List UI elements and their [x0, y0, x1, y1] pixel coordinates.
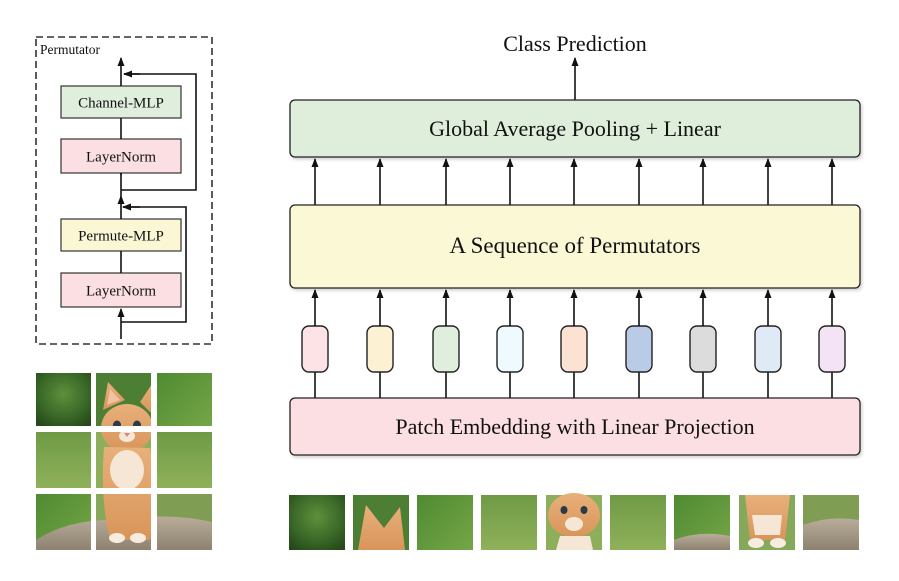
input-image-grid: [34, 370, 214, 554]
block-layernorm-top: LayerNorm: [60, 138, 182, 174]
class-prediction-label: Class Prediction: [503, 31, 647, 56]
patch-9: [803, 495, 859, 550]
token-3: [432, 325, 460, 373]
image-tile-1: [36, 373, 91, 426]
permutator-connectors: [117, 57, 197, 339]
sequence-label: A Sequence of Permutators: [449, 233, 700, 258]
cat-illustration: [101, 382, 154, 543]
embedding-label: Patch Embedding with Linear Projection: [395, 414, 754, 439]
token-9: [818, 325, 846, 373]
token-8: [754, 325, 782, 373]
token-1: [301, 325, 329, 373]
patch-1: [289, 495, 345, 550]
block-layernorm-bottom-label: LayerNorm: [86, 284, 156, 300]
patch-row: [289, 493, 859, 550]
block-channel-mlp: Channel-MLP: [60, 85, 182, 119]
image-tile-3: [157, 373, 212, 426]
sequence-block: A Sequence of Permutators: [289, 204, 861, 289]
permutator-dashed-frame: [35, 36, 213, 345]
block-layernorm-top-label: LayerNorm: [86, 150, 156, 166]
token-6: [625, 325, 653, 373]
token-2: [366, 325, 394, 373]
token-5: [560, 325, 588, 373]
token-7: [689, 325, 717, 373]
block-layernorm-bottom: LayerNorm: [60, 272, 182, 308]
embedding-block: Patch Embedding with Linear Projection: [289, 397, 861, 456]
patch-4: [481, 495, 537, 550]
patch-2: [353, 495, 409, 550]
block-permute-mlp-label: Permute-MLP: [78, 229, 164, 245]
permutator-title: Permutator: [40, 42, 100, 57]
patch-3: [417, 495, 473, 550]
pooling-label: Global Average Pooling + Linear: [429, 116, 721, 141]
patch-8: [739, 495, 795, 550]
sequence-to-pooling-arrows: [311, 158, 836, 205]
main-pipeline: Class Prediction Global Average Pooling …: [289, 31, 861, 550]
image-tile-4: [36, 432, 91, 488]
pooling-block: Global Average Pooling + Linear: [289, 99, 861, 158]
image-tile-6: [157, 432, 212, 488]
patch-5: [546, 493, 602, 550]
patch-6: [610, 495, 666, 550]
patch-7: [674, 495, 730, 550]
token-row: [301, 289, 846, 398]
block-channel-mlp-label: Channel-MLP: [78, 96, 164, 112]
token-4: [496, 325, 524, 373]
block-permute-mlp: Permute-MLP: [60, 218, 182, 252]
permutator-panel: Permutator Channel-MLP LayerNorm Permute…: [35, 36, 213, 345]
